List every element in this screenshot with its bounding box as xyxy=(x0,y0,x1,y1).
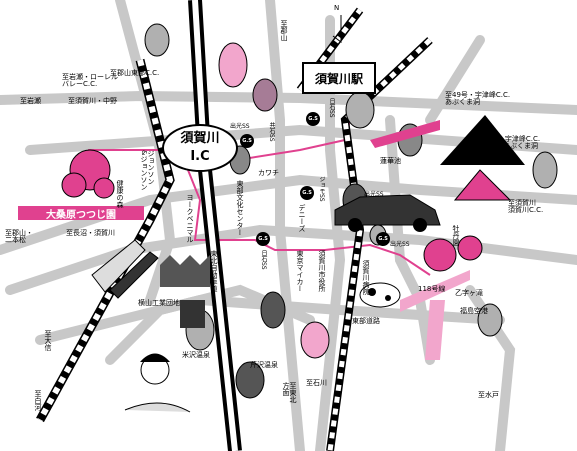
park-title: 大桑原つつじ園 xyxy=(18,206,144,221)
place-label-yorkbenimaru: ヨークベニマル xyxy=(186,194,194,243)
place-label-nisseki: 日石SS xyxy=(328,98,335,118)
place-label-jomo: ジョモSS xyxy=(318,176,325,202)
gas-station-icon: G.S xyxy=(376,232,390,246)
place-label-idemitsu-3: 出光SS xyxy=(390,241,410,248)
gas-station-icon: G.S xyxy=(256,232,270,246)
place-label-idemitsu: 出光SS xyxy=(230,123,250,130)
road-label-ishikawa: 至石川 xyxy=(306,379,327,387)
place-label-kawachi: カワチ xyxy=(258,169,279,177)
road-label-shirakawa: 至白河 xyxy=(34,390,42,411)
route118-south-band xyxy=(425,300,445,360)
place-label-yokoyama: 横山工業団地 xyxy=(138,299,180,307)
place-label-botan: 牡丹園 xyxy=(452,225,460,246)
cow-illustration xyxy=(359,282,401,308)
car-illustration xyxy=(334,194,441,232)
road-label-koriyama: 至郡山 xyxy=(280,20,288,41)
river-illustration xyxy=(370,120,440,148)
train-illustration xyxy=(91,239,159,299)
road-label-tohoku: 東北自動車道 xyxy=(210,250,218,292)
place-label-serizawa: 芹沢温泉 xyxy=(250,361,278,369)
place-label-jonson: ジョンソン &ジョンソン xyxy=(140,150,155,191)
place-label-idemitsu-2: 出光SS xyxy=(364,191,384,198)
place-label-hospital: 須賀川病院 xyxy=(362,260,370,295)
mountain-illustration xyxy=(440,115,525,165)
road-label-iwase: 至岩瀬・ローレル バレーC.C. xyxy=(62,73,118,88)
place-label-culture-center: 東部文化センター xyxy=(236,180,244,236)
road-label-nihonmatsu: 至郡山・ 二本松 xyxy=(5,229,33,244)
place-label-city-hall: 須賀川市役所 xyxy=(318,250,326,292)
mountain-pink-illustration xyxy=(453,169,512,201)
road-label-sukagawa-east: 至須賀川 須賀川C.C. xyxy=(508,199,544,214)
gas-station-icon: G.S xyxy=(306,112,320,126)
station-label: 須賀川駅 xyxy=(302,62,376,94)
peony-illustration xyxy=(423,235,483,272)
road-label-tohoku-direction: 至東北 方面 xyxy=(282,382,297,403)
place-label-tobu-road: 東部道路 xyxy=(352,317,380,325)
place-label-shinobu: 至長沼・須賀川 xyxy=(66,229,115,237)
hotspring-girl-illustration xyxy=(124,353,191,413)
north-arrow xyxy=(332,15,342,43)
place-label-maikar: 東京マイカー xyxy=(296,250,304,292)
route118-band xyxy=(400,270,470,312)
place-label-yonezawa: 米沢温泉 xyxy=(182,351,210,359)
factory-illustration xyxy=(160,255,210,328)
gas-station-icon: G.S xyxy=(240,134,254,148)
place-label-nisseki-2: 日石SS xyxy=(260,250,267,270)
road-label-mito: 至水戸 xyxy=(478,391,499,399)
road-label-koriyama-ic: 至郡山東部C.C. xyxy=(110,69,160,77)
place-label-river: 蓮華池 xyxy=(380,157,401,165)
road-label-route49: 至49号・宇津峰C.C. あぶくま洞 xyxy=(445,91,511,106)
azalea-illustration xyxy=(61,149,115,199)
road-label-okura: 至大信 xyxy=(44,330,52,351)
place-label-airport: 福島空港 xyxy=(460,307,488,315)
place-label-kyoseki: 共石SS xyxy=(268,122,275,142)
road-label-iwase-short: 至岩瀬 xyxy=(20,97,41,105)
road-label-118: 118号線 xyxy=(418,285,446,293)
north-label: N xyxy=(334,4,340,12)
interchange-name: 須賀川 xyxy=(180,131,220,146)
interchange-label: 須賀川 I.C xyxy=(162,124,238,172)
road-label-route49b: 至49号・宇津峰C.C. 谷田川・あぶくま洞 xyxy=(475,135,541,150)
trees xyxy=(144,23,558,399)
interchange-ic: I.C xyxy=(190,149,210,164)
place-label-dennys: デニーズ xyxy=(298,204,306,232)
railway-tohoku-line xyxy=(36,58,175,423)
road-label-nakano: 至須賀川・中野 xyxy=(68,97,117,105)
place-label-kenko: 健康の森 xyxy=(116,180,124,208)
gas-station-icon: G.S xyxy=(300,186,314,200)
place-label-otogo: 乙字ヶ滝 xyxy=(455,289,483,297)
